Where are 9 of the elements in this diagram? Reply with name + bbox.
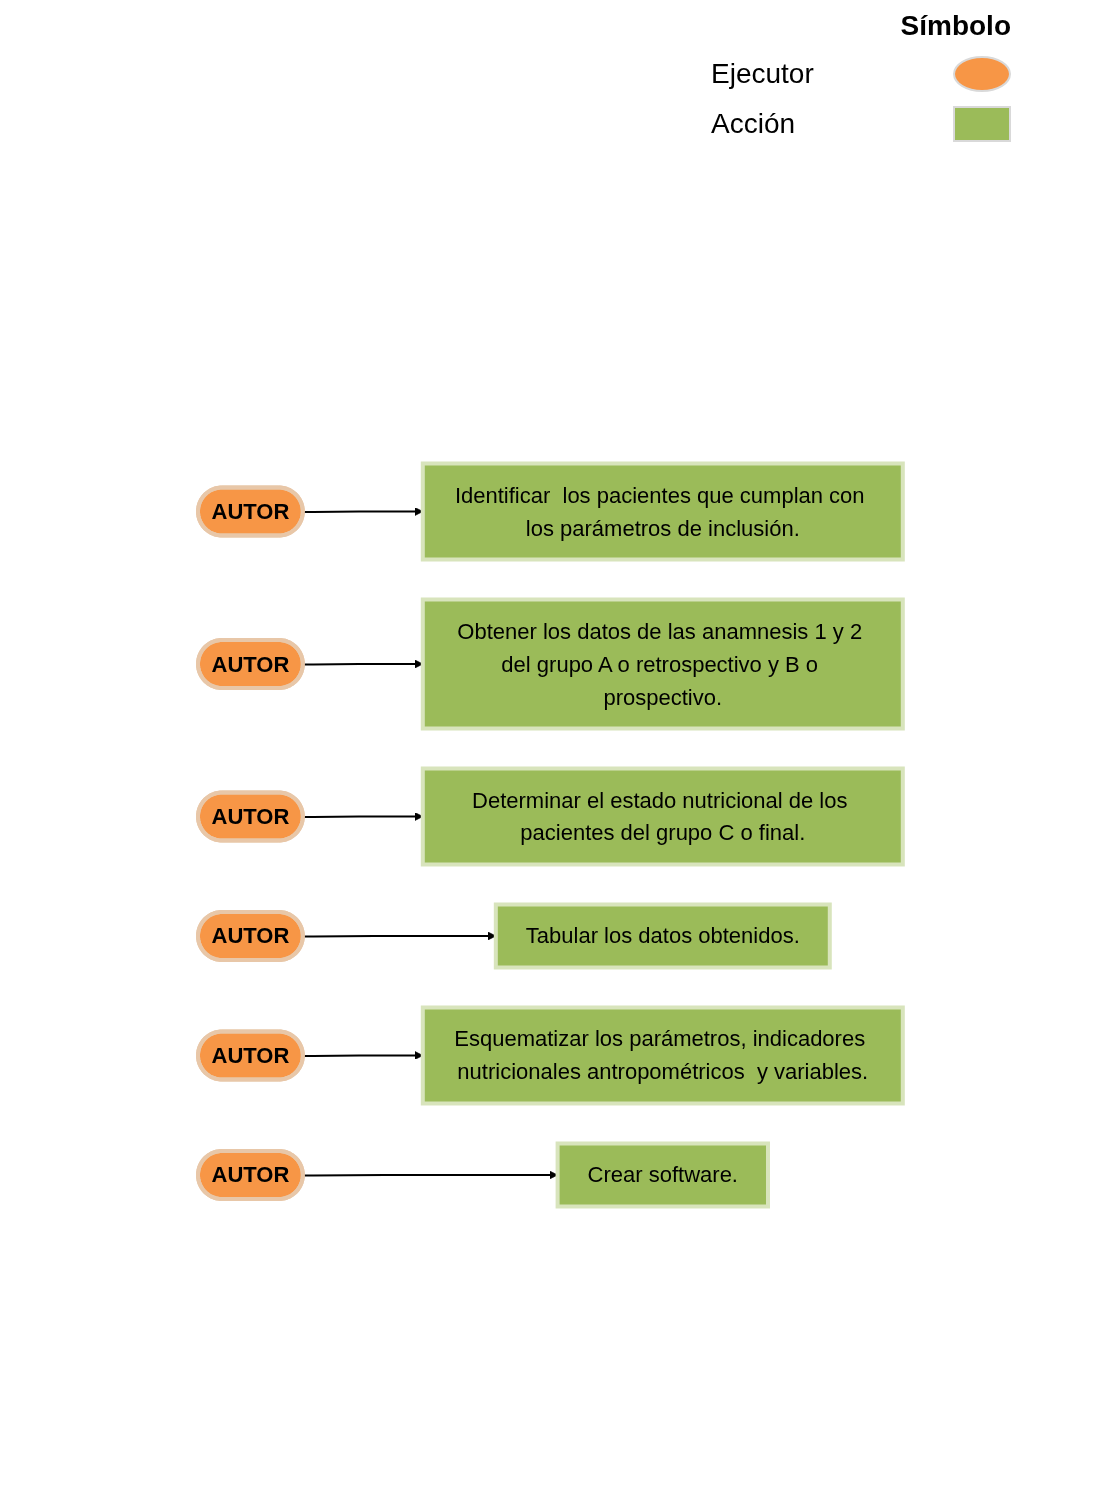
node-box: Identificar los pacientes que cumplan con los parámetros de inclusión. bbox=[420, 461, 905, 562]
node-box: Esquematizar los parámetros, indicadores nutricionales antropométricos y variables. bbox=[420, 1005, 905, 1106]
node-box: Obtener los datos de las anamnesis 1 y 2 del grupo A o retrospectivo y B o prospectivo. bbox=[420, 597, 905, 731]
node-box: Crear software. bbox=[555, 1141, 771, 1209]
legend-label: Acción bbox=[711, 108, 796, 140]
node-box: Tabular los datos obtenidos. bbox=[493, 902, 832, 970]
legend-label: Ejecutor bbox=[711, 58, 814, 90]
legend-heading: Símbolo bbox=[899, 10, 1011, 42]
node-box: Determinar el estado nutricional de los pacientes del grupo C o final. bbox=[420, 766, 905, 867]
